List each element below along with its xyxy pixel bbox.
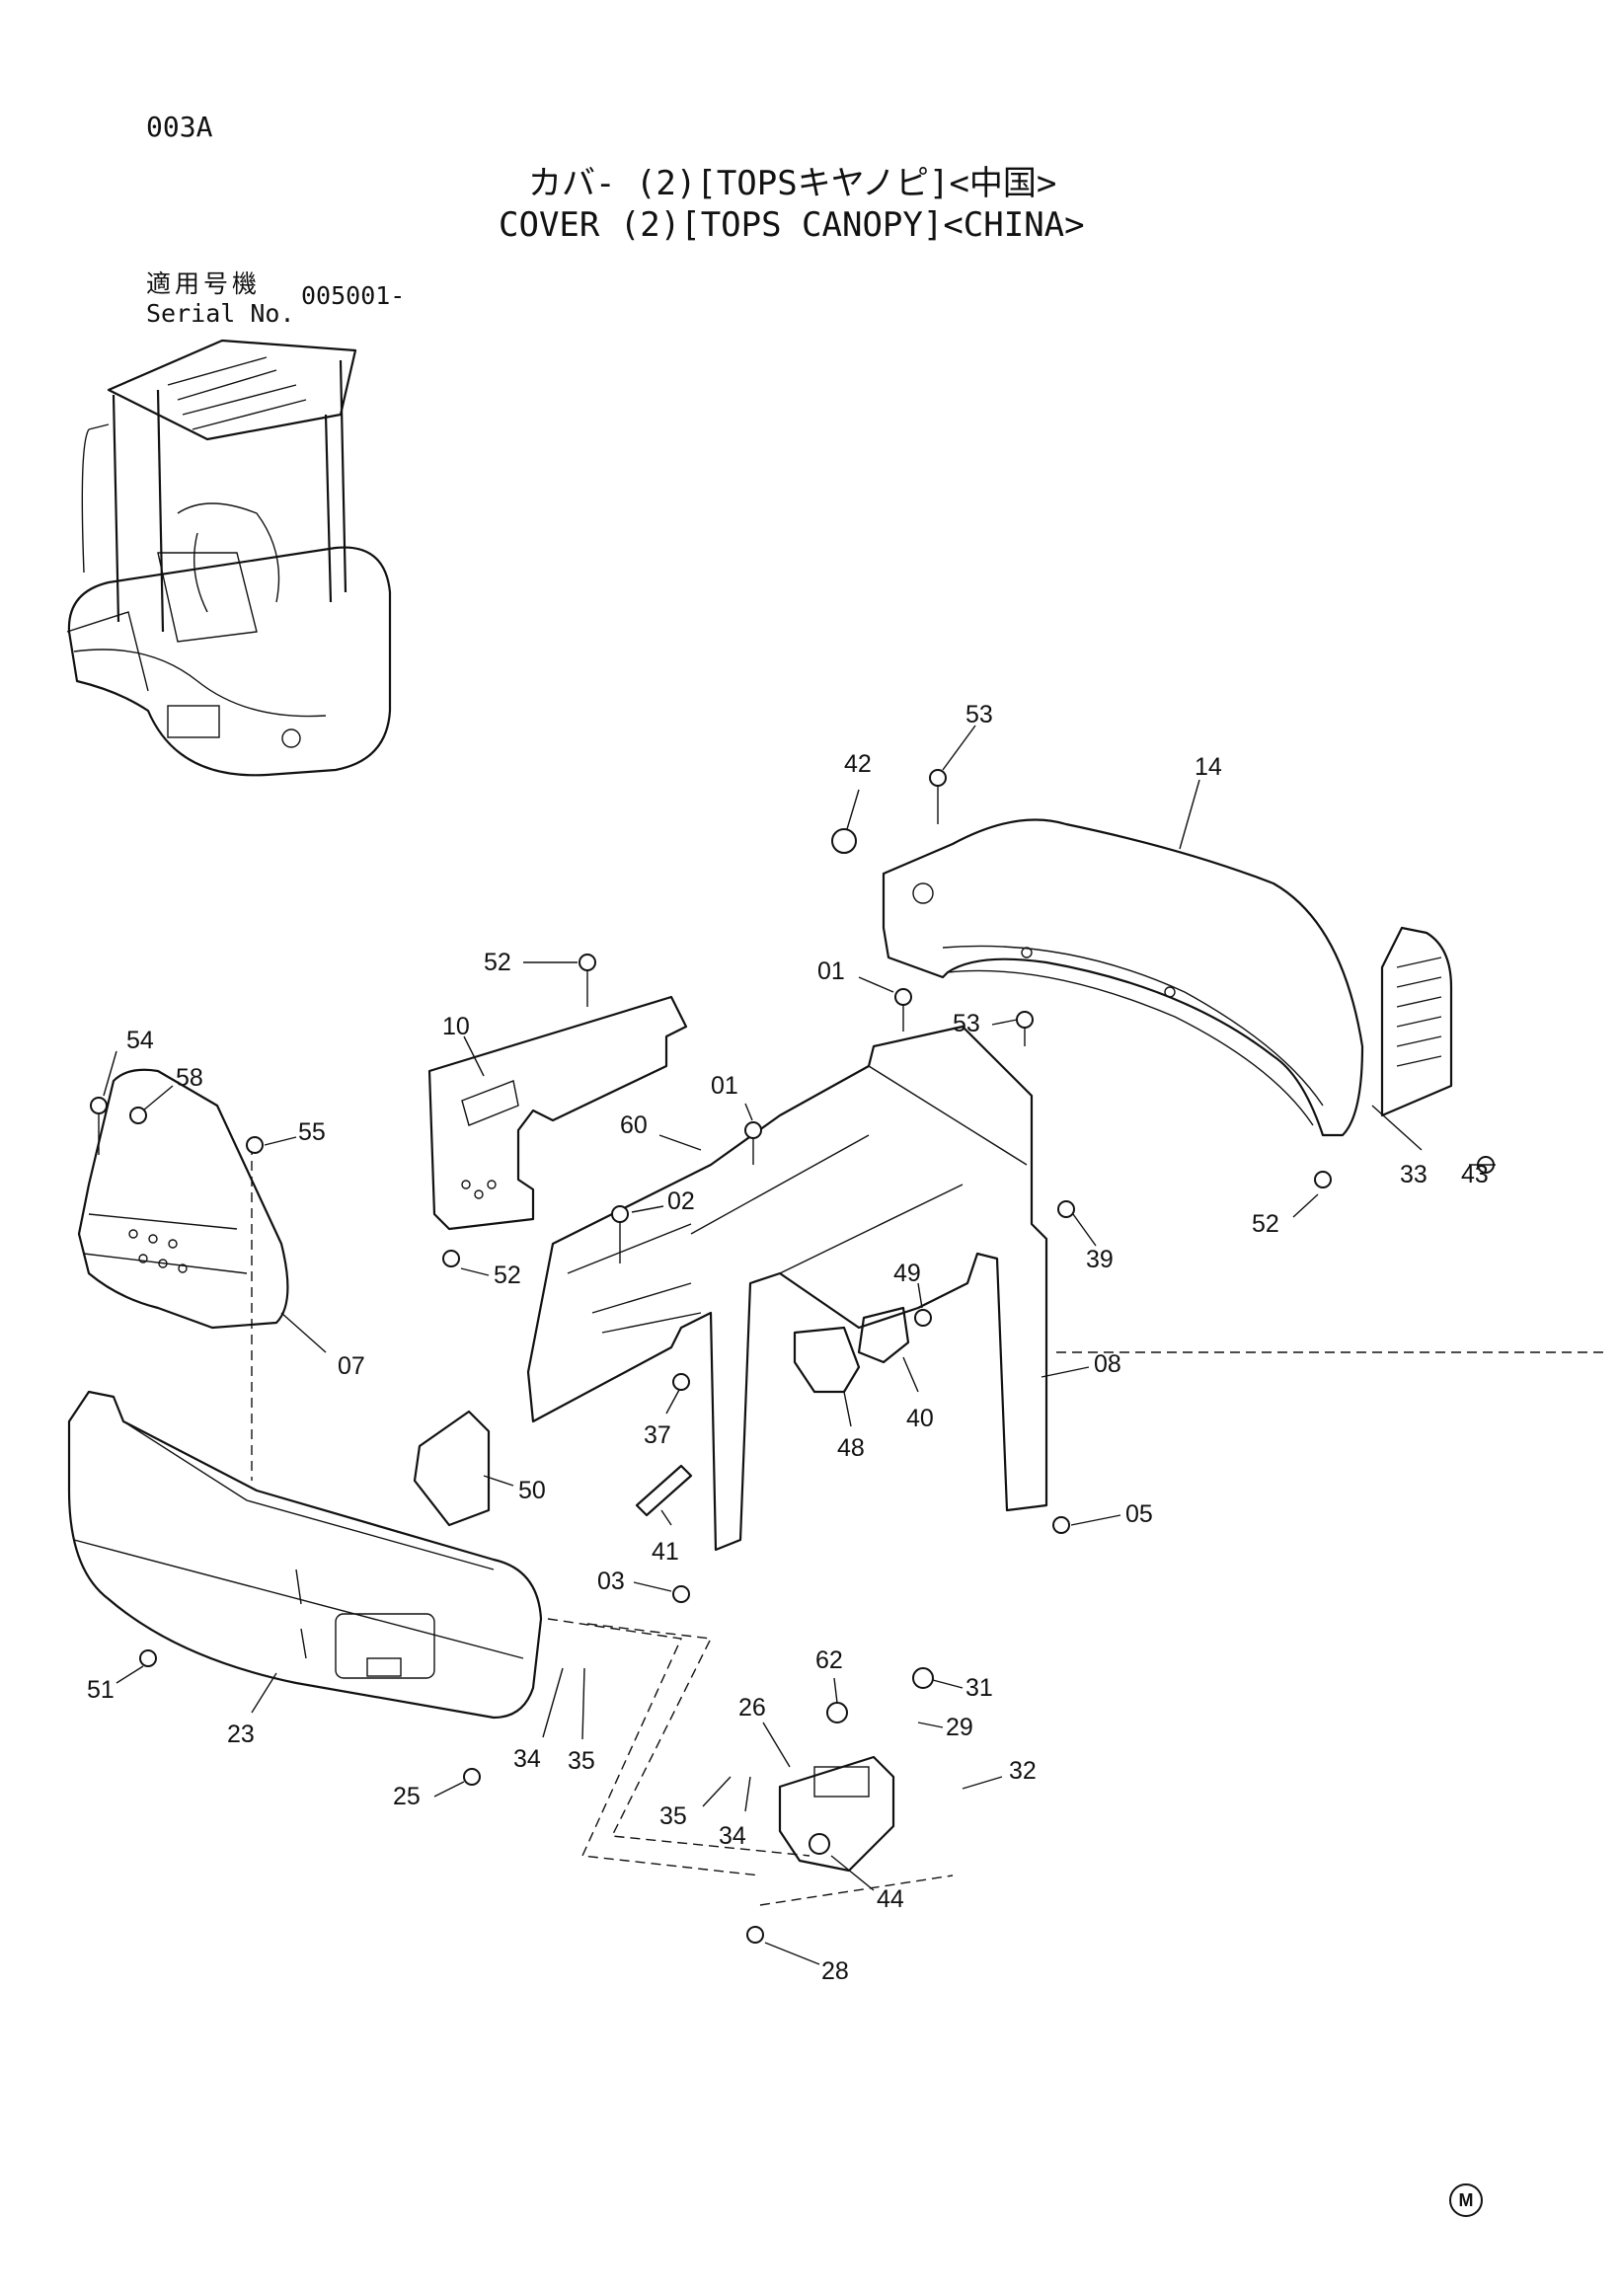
callout-25: 25 <box>393 1783 421 1810</box>
serial-label-english: Serial No. <box>146 299 295 328</box>
bolt-icon <box>672 1585 690 1603</box>
callout-42: 42 <box>844 750 872 778</box>
callout-01: 01 <box>711 1072 738 1100</box>
callout-39: 39 <box>1086 1246 1114 1273</box>
part-07-step-cover <box>77 1068 289 1330</box>
machine-overview-illustration <box>66 339 392 777</box>
callout-41: 41 <box>652 1538 679 1566</box>
callout-37: 37 <box>644 1421 671 1449</box>
part-08-main-frame <box>526 1025 1048 1552</box>
callout-29: 29 <box>946 1714 973 1741</box>
bolt-icon <box>912 1667 934 1689</box>
callout-48: 48 <box>837 1434 865 1462</box>
callout-08: 08 <box>1094 1350 1121 1378</box>
callout-43: 43 <box>1461 1161 1489 1188</box>
callout-60: 60 <box>620 1111 648 1139</box>
callout-28: 28 <box>821 1957 849 1985</box>
callout-54: 54 <box>126 1027 154 1054</box>
part-26-plate <box>778 1755 895 1873</box>
fastener-markers <box>90 769 1495 1944</box>
bolt-icon <box>809 1833 830 1855</box>
bolt-icon <box>1052 1516 1070 1534</box>
callout-51: 51 <box>87 1676 115 1704</box>
bolt-icon <box>90 1097 108 1155</box>
bolt-icon <box>672 1373 690 1391</box>
page-title-japanese: カバ- (2)[TOPSキヤノピ]<中国> <box>528 164 1057 203</box>
bolt-icon <box>579 954 596 1007</box>
callout-50: 50 <box>518 1477 546 1504</box>
callout-26: 26 <box>738 1694 766 1722</box>
callout-49: 49 <box>893 1260 921 1287</box>
callout-layer: 53 42 14 52 01 53 10 54 58 55 60 01 <box>87 701 1496 1985</box>
bolt-icon <box>929 769 947 824</box>
callout-53: 53 <box>965 701 993 728</box>
footer-mark-badge: M <box>1449 2183 1483 2217</box>
callout-58: 58 <box>176 1064 203 1092</box>
assembly-guide-lines <box>251 1145 1609 1906</box>
part-14-rear-cover <box>882 818 1364 1137</box>
page-code: 003A <box>146 111 213 143</box>
bolt-icon <box>463 1768 481 1786</box>
bolt-icon <box>246 1136 264 1154</box>
bolt-icon <box>611 1205 629 1263</box>
serial-label-japanese: 適用号機 <box>146 269 262 298</box>
bolt-icon <box>442 1250 460 1267</box>
part-48-plate <box>793 1326 861 1394</box>
bolt-icon <box>1314 1171 1332 1188</box>
callout-23: 23 <box>227 1721 255 1748</box>
callout-05: 05 <box>1125 1500 1153 1528</box>
callout-44: 44 <box>877 1885 904 1913</box>
callout-10: 10 <box>442 1013 470 1040</box>
callout-34: 34 <box>513 1745 541 1773</box>
bolt-icon <box>129 1107 147 1124</box>
part-50-bracket <box>413 1410 491 1527</box>
nut-icon <box>831 828 857 854</box>
callout-14: 14 <box>1195 753 1222 781</box>
bolt-icon <box>1057 1200 1075 1218</box>
callout-07: 07 <box>338 1352 365 1380</box>
callout-35: 35 <box>659 1802 687 1830</box>
bolt-icon <box>914 1309 932 1327</box>
bolt-icon <box>894 988 912 1032</box>
callout-03: 03 <box>597 1568 625 1595</box>
bolt-icon <box>826 1702 848 1723</box>
callout-32: 32 <box>1009 1757 1037 1785</box>
part-40-plate <box>857 1306 910 1364</box>
callout-02: 02 <box>667 1187 695 1215</box>
part-10-bracket <box>427 995 688 1231</box>
callout-55: 55 <box>298 1118 326 1146</box>
callout-34: 34 <box>719 1822 746 1850</box>
callout-53: 53 <box>953 1010 980 1037</box>
callout-35: 35 <box>568 1747 595 1775</box>
callout-33: 33 <box>1400 1161 1427 1188</box>
bolt-icon <box>1016 1011 1034 1046</box>
callout-01: 01 <box>817 957 845 985</box>
bolt-icon <box>744 1121 762 1165</box>
part-33-grille <box>1380 926 1453 1117</box>
bolt-icon <box>746 1926 764 1944</box>
part-23-front-cover <box>67 1390 543 1720</box>
callout-40: 40 <box>906 1405 934 1432</box>
callout-31: 31 <box>965 1674 993 1702</box>
callout-52: 52 <box>1252 1210 1279 1238</box>
callout-52: 52 <box>484 949 511 976</box>
serial-number-value: 005001- <box>301 281 406 310</box>
callout-52: 52 <box>494 1262 521 1289</box>
page-title-english: COVER (2)[TOPS CANOPY]<CHINA> <box>499 205 1085 245</box>
part-41-strip <box>635 1464 693 1517</box>
callout-62: 62 <box>815 1646 843 1674</box>
bolt-icon <box>139 1649 157 1667</box>
